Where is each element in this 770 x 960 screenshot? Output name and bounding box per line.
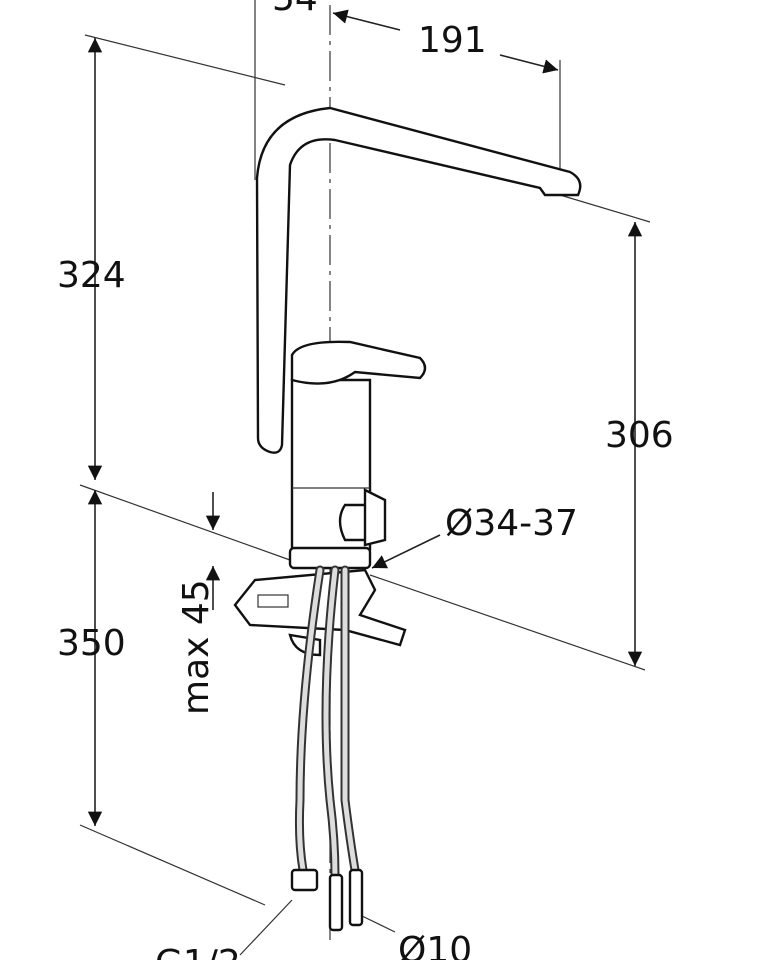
mounting-bracket <box>233 568 407 647</box>
dim-label-mount-hole: Ø34-37 <box>445 503 578 544</box>
dim-label-d10: Ø10 <box>398 930 472 960</box>
dim-label-191: 191 <box>418 20 487 61</box>
dim-label-306: 306 <box>605 415 674 456</box>
base-ring <box>288 546 372 570</box>
spout <box>255 106 582 454</box>
dim-label-max-45: max 45 <box>176 579 217 715</box>
faucet <box>233 106 582 657</box>
dim-label-g12: G1/2 <box>155 943 241 960</box>
dim-label-324: 324 <box>57 255 126 296</box>
dim-label-350: 350 <box>57 623 126 664</box>
lever-handle <box>290 340 427 385</box>
dimension-lines <box>87 9 643 956</box>
dim-label-54: 54 <box>272 0 318 19</box>
g12-connector <box>290 868 319 892</box>
hoses <box>290 565 364 932</box>
